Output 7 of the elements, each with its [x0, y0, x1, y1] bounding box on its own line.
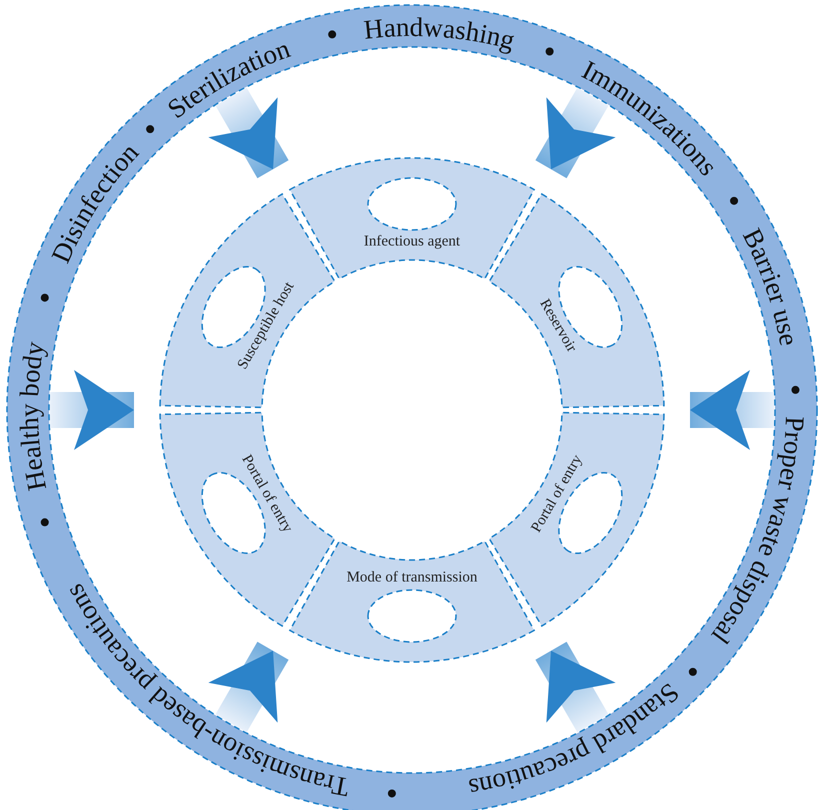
- arrow: [690, 370, 774, 450]
- ring-label: Handwashing: [362, 12, 518, 56]
- arrow: [50, 370, 134, 450]
- link-label: Mode of transmission: [346, 569, 478, 586]
- ring-band: [6, 4, 818, 810]
- link-label: Infectious agent: [364, 233, 460, 250]
- arrow: [535, 642, 616, 732]
